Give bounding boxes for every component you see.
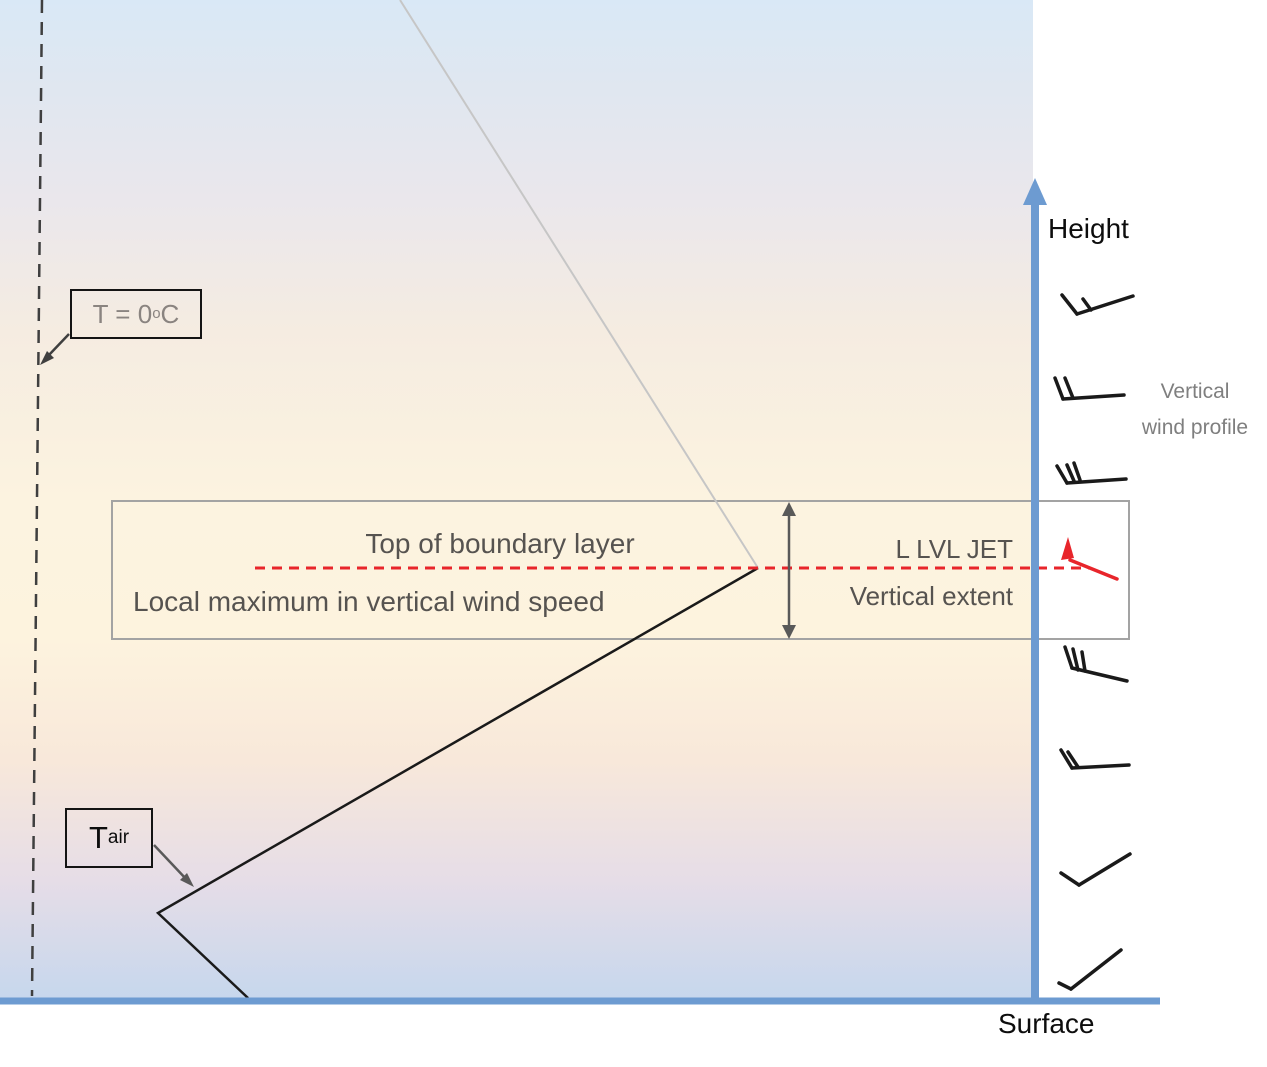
surface-axis-label: Surface bbox=[998, 1008, 1095, 1039]
freezing-isotherm-line bbox=[30, 0, 44, 997]
local-maximum-label: Local maximum in vertical wind speed bbox=[133, 586, 605, 617]
isotherm-pointer-arrow bbox=[40, 333, 70, 365]
upper-temperature-profile-line bbox=[399, 0, 759, 569]
wind-barb-10kt bbox=[1059, 852, 1132, 887]
boundary-layer-annotation-box bbox=[111, 500, 1130, 640]
wind-barb-20kt-lower bbox=[1059, 748, 1131, 770]
vertical-extent-label: Vertical extent bbox=[849, 581, 1013, 611]
height-axis-arrowhead bbox=[1023, 178, 1047, 205]
isotherm-label-prefix: T = 0 bbox=[92, 298, 153, 329]
height-axis-label: Height bbox=[1048, 213, 1129, 244]
isotherm-label-suffix: C bbox=[160, 298, 180, 329]
air-temp-pointer-arrow bbox=[153, 844, 194, 887]
wind-barb-30kt-lower bbox=[1063, 645, 1129, 683]
wind-barb-50kt-jet bbox=[1061, 537, 1119, 581]
wind-barb-15kt-top bbox=[1060, 293, 1135, 316]
low-level-jet-label: L LVL JET bbox=[895, 534, 1013, 564]
wind-barb-30kt-upper bbox=[1055, 461, 1128, 485]
wind-barbs-group bbox=[1053, 293, 1135, 991]
vertical-extent-arrow bbox=[782, 502, 796, 639]
jet-labels: L LVL JET Vertical extent bbox=[760, 534, 1013, 612]
air-temp-label-main: T bbox=[88, 820, 108, 855]
air-temperature-profile-line bbox=[155, 566, 759, 999]
wind-barb-20kt-upper bbox=[1053, 376, 1126, 401]
height-axis bbox=[1023, 178, 1047, 1001]
top-of-boundary-layer-label: Top of boundary layer bbox=[365, 528, 635, 559]
wind-barb-5kt-surface bbox=[1057, 948, 1123, 991]
vertical-wind-profile-label: Vertical wind profile bbox=[1141, 380, 1249, 439]
